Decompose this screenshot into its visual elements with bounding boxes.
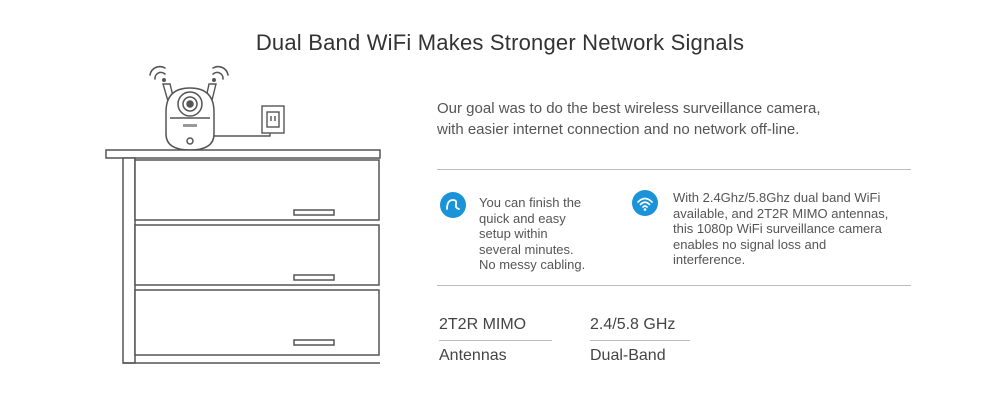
feature-wifi-text: With 2.4Ghz/5.8Ghz dual band WiFi availa… [673,190,913,268]
feature-line: No messy cabling. [479,257,586,272]
feature-line: With 2.4Ghz/5.8Ghz dual band WiFi [673,190,881,205]
feature-line: enables no signal loss and [673,236,827,252]
feature-line: available, and 2T2R MIMO antennas, [673,205,889,221]
feature-setup-text: You can finish the quick and easy setup … [479,195,619,273]
wifi-signal-left-icon [149,65,167,83]
feature-line: setup within [479,226,548,241]
stat-value: 2T2R MIMO [439,316,527,333]
feature-line: this 1080p WiFi surveillance camera [673,221,882,236]
stat-label: Dual-Band [590,347,666,364]
setup-icon [440,192,466,218]
cabinet-drawers [134,159,380,356]
stat-band: 2.4/5.8 GHz Dual-Band [590,316,690,365]
camera-cabinet-illustration [105,65,381,364]
intro-line-1: Our goal was to do the best wireless sur… [437,100,821,117]
stat-value: 2.4/5.8 GHz [590,316,676,333]
stat-mimo: 2T2R MIMO Antennas [439,316,552,365]
page-title: Dual Band WiFi Makes Stronger Network Si… [255,30,745,55]
feature-line: several minutes. [479,241,574,257]
intro-text: Our goal was to do the best wireless sur… [437,98,917,140]
cabinet-top [105,149,381,159]
wifi-icon [632,190,658,216]
wifi-signal-right-icon [212,65,229,83]
stat-underline [439,340,552,341]
intro-line-2: with easier internet connection and no n… [437,121,800,138]
divider-top [437,169,911,170]
power-socket-icon [261,105,285,134]
cabinet-side [122,157,136,364]
stat-label: Antennas [439,347,507,364]
divider-bottom [437,285,911,286]
stat-underline [590,340,690,341]
camera-body [165,87,215,151]
feature-line: quick and easy [479,210,566,226]
feature-line: interference. [673,252,746,267]
feature-line: You can finish the [479,195,582,210]
